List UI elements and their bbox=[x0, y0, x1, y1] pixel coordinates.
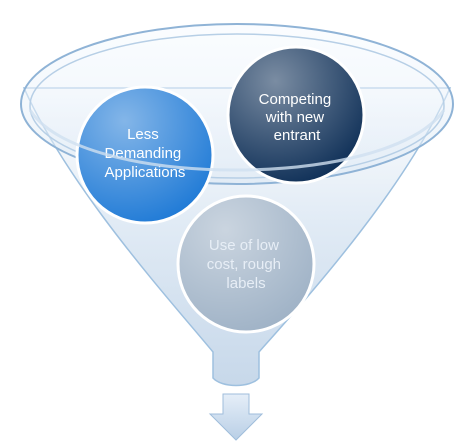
circle-competing-label: Competing with new entrant bbox=[259, 91, 336, 144]
circle-less-demanding-gloss bbox=[77, 87, 213, 223]
circle-competing-line-2: with new bbox=[265, 109, 325, 126]
circle-less-demanding-line-2: Demanding bbox=[105, 145, 182, 162]
funnel-rim-inner bbox=[29, 33, 445, 179]
circle-low-cost: Use of low cost, rough labels bbox=[176, 194, 316, 334]
circle-low-cost-line-1: Use of low bbox=[209, 237, 279, 254]
circle-low-cost-line-2: cost, rough bbox=[207, 256, 281, 273]
circle-less-demanding-line-1: Less bbox=[127, 126, 159, 143]
circle-low-cost-label: Use of low cost, rough labels bbox=[207, 237, 285, 292]
circle-less-demanding-line-3: Applications bbox=[105, 164, 186, 181]
circle-low-cost-gloss bbox=[178, 196, 314, 332]
circle-competing: Competing with new entrant bbox=[226, 45, 366, 185]
circle-low-cost-line-3: labels bbox=[226, 275, 265, 292]
funnel-rim-front-lip bbox=[28, 109, 446, 172]
circle-less-demanding: Less Demanding Applications bbox=[75, 85, 215, 225]
down-arrow-icon bbox=[208, 393, 264, 441]
circle-competing-gloss bbox=[228, 47, 364, 183]
circle-competing-line-1: Competing bbox=[259, 91, 332, 108]
circle-competing-line-3: entrant bbox=[274, 127, 322, 144]
